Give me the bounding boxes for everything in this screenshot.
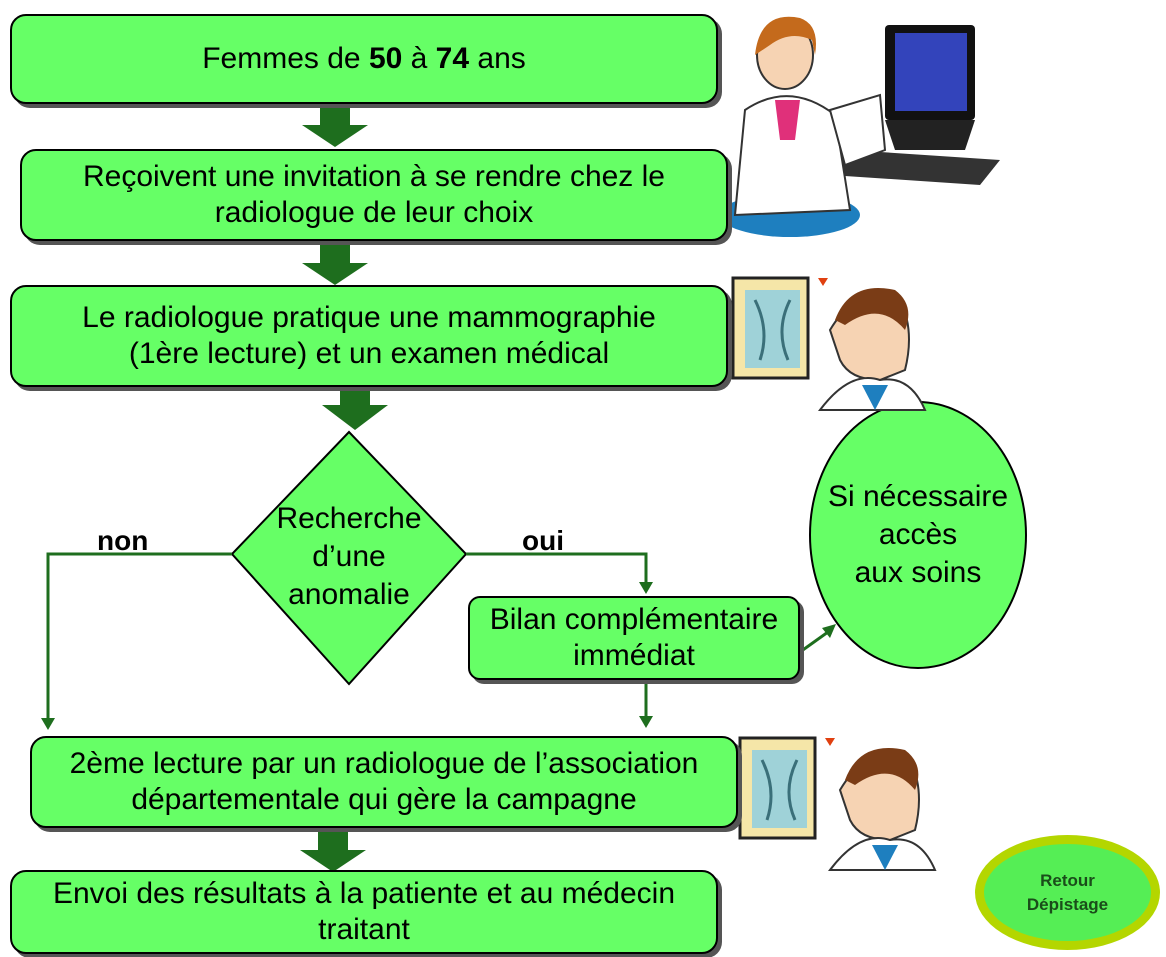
bilan-to-box5-arrowhead bbox=[639, 716, 653, 728]
circle-text: Si nécessaire accès aux soins bbox=[810, 478, 1026, 592]
retour-line1: Retour bbox=[1040, 870, 1095, 890]
decision-diamond bbox=[230, 430, 468, 686]
box3-line2: (1ère lecture) et un examen médical bbox=[128, 337, 610, 370]
box1-text-a: Femmes de bbox=[202, 42, 369, 75]
step-mammography: Le radiologue pratique une mammographie(… bbox=[10, 285, 728, 387]
arrow-5-6 bbox=[300, 828, 366, 872]
box2-line2: radiologue de leur choix bbox=[214, 196, 534, 229]
box6-line2: traitant bbox=[318, 913, 410, 946]
step-send-results: Envoi des résultats à la patiente et au … bbox=[10, 870, 718, 954]
box1-age-max: 74 bbox=[435, 42, 470, 75]
circle-line3: aux soins bbox=[854, 556, 982, 589]
no-branch-line bbox=[46, 552, 232, 722]
decision-text: Recherche d’une anomalie bbox=[258, 500, 440, 614]
doctor-at-computer-icon bbox=[720, 16, 1000, 237]
box1-text-c: à bbox=[402, 42, 436, 75]
arrow-2-3 bbox=[302, 240, 368, 285]
step-women-50-74: Femmes de 50 à 74 ans bbox=[10, 14, 718, 104]
connectors bbox=[46, 552, 829, 722]
box1-text-e: ans bbox=[469, 42, 526, 75]
bilan-line1: Bilan complémentaire bbox=[489, 603, 779, 636]
yes-label: oui bbox=[522, 525, 564, 556]
yes-branch-line bbox=[466, 552, 648, 587]
decision-line1: Recherche bbox=[276, 502, 422, 535]
yes-arrowhead bbox=[639, 582, 653, 594]
retour-line2: Dépistage bbox=[1026, 894, 1109, 914]
box1-age-min: 50 bbox=[368, 42, 403, 75]
radiologist-icon bbox=[817, 288, 927, 411]
circle-line2: accès bbox=[878, 518, 958, 551]
xray-viewer-icon bbox=[731, 276, 828, 380]
radiologist-icon-2 bbox=[827, 748, 937, 871]
circle-line1: Si nécessaire bbox=[827, 480, 1009, 513]
decision-line2: d’une bbox=[312, 540, 386, 573]
step-second-reading: 2ème lecture par un radiologue de l’asso… bbox=[30, 736, 738, 828]
box2-line1: Reçoivent une invitation à se rendre che… bbox=[82, 160, 665, 193]
no-arrowhead bbox=[41, 718, 55, 730]
bilan-to-circle-line bbox=[799, 630, 829, 654]
bilan-line2: immédiat bbox=[573, 639, 695, 672]
box5-line1: 2ème lecture par un radiologue de l’asso… bbox=[69, 747, 699, 780]
box3-line1: Le radiologue pratique une mammographie bbox=[82, 301, 656, 334]
down-arrows bbox=[300, 108, 388, 872]
arrow-1-2 bbox=[302, 108, 368, 147]
arrow-3-decision bbox=[322, 388, 388, 430]
box5-line2: départementale qui gère la campagne bbox=[131, 783, 637, 816]
retour-depistage-button[interactable]: Retour Dépistage bbox=[975, 835, 1160, 950]
circle-arrowhead bbox=[822, 624, 836, 638]
step-invitation: Reçoivent une invitation à se rendre che… bbox=[20, 149, 728, 241]
box6-line1: Envoi des résultats à la patiente et au … bbox=[52, 877, 676, 910]
xray-viewer-icon-2 bbox=[738, 736, 835, 840]
no-label: non bbox=[97, 525, 149, 556]
decision-line3: anomalie bbox=[288, 578, 410, 611]
